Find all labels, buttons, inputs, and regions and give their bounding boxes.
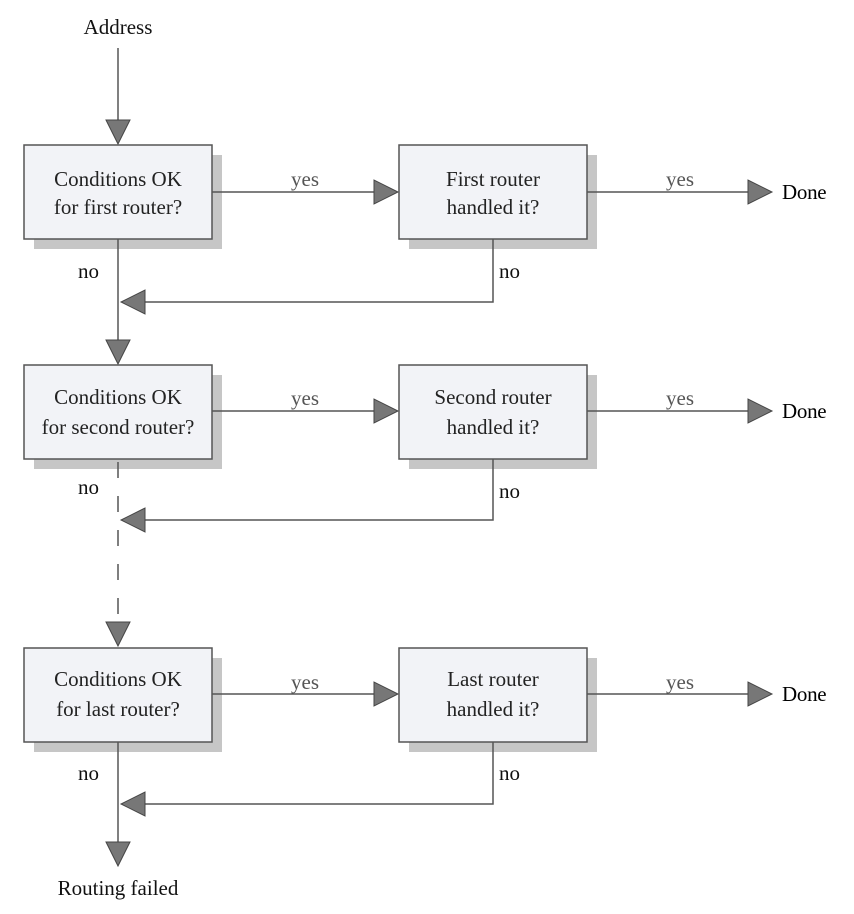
done-label: Done (782, 682, 826, 706)
no-left-label: no (78, 259, 99, 283)
next-arrowhead (105, 621, 131, 648)
no-left-label: no (78, 475, 99, 499)
stage-first: Conditions OK for first router? yes Firs… (23, 144, 827, 366)
condition-text-line-2: for second router? (42, 415, 195, 439)
start-arrowhead (105, 119, 131, 146)
done-label: Done (782, 399, 826, 423)
condition-box (23, 144, 213, 240)
condition-box (23, 647, 213, 743)
no-left-label: no (78, 761, 99, 785)
no-return-connector (145, 239, 494, 303)
no-right-label: no (499, 479, 520, 503)
yes-label: yes (291, 167, 319, 191)
return-arrowhead (119, 791, 146, 817)
final-arrowhead (105, 841, 131, 868)
condition-text-line-2: for first router? (54, 195, 182, 219)
router-text-line-2: handled it? (447, 697, 540, 721)
next-arrowhead (105, 339, 131, 366)
yes-arrowhead (373, 681, 400, 707)
done-arrowhead (747, 681, 774, 707)
condition-text-line-2: for last router? (56, 697, 180, 721)
router-text-line-1: Last router (447, 667, 539, 691)
start-label: Address (84, 15, 153, 39)
end-label: Routing failed (58, 876, 179, 900)
stage-second: Conditions OK for second router? yes Sec… (23, 364, 827, 648)
condition-box (23, 364, 213, 460)
router-box (398, 647, 588, 743)
yes-arrowhead (373, 179, 400, 205)
return-arrowhead (119, 507, 146, 533)
condition-text-line-1: Conditions OK (54, 167, 182, 191)
router-text-line-1: Second router (434, 385, 551, 409)
return-arrowhead (119, 289, 146, 315)
router-text-line-2: handled it? (447, 415, 540, 439)
no-return-connector (145, 742, 494, 805)
no-right-label: no (499, 761, 520, 785)
yes-label: yes (291, 386, 319, 410)
done-arrowhead (747, 398, 774, 424)
no-right-label: no (499, 259, 520, 283)
condition-text-line-1: Conditions OK (54, 667, 182, 691)
router-text-line-2: handled it? (447, 195, 540, 219)
router-text-line-1: First router (446, 167, 540, 191)
yes-label: yes (291, 670, 319, 694)
router-box (398, 364, 588, 460)
no-return-connector (145, 459, 494, 521)
yes2-label: yes (666, 386, 694, 410)
condition-text-line-1: Conditions OK (54, 385, 182, 409)
yes2-label: yes (666, 167, 694, 191)
stage-last: Conditions OK for last router? yes Last … (23, 647, 827, 868)
done-arrowhead (747, 179, 774, 205)
yes-arrowhead (373, 398, 400, 424)
done-label: Done (782, 180, 826, 204)
yes2-label: yes (666, 670, 694, 694)
router-box (398, 144, 588, 240)
